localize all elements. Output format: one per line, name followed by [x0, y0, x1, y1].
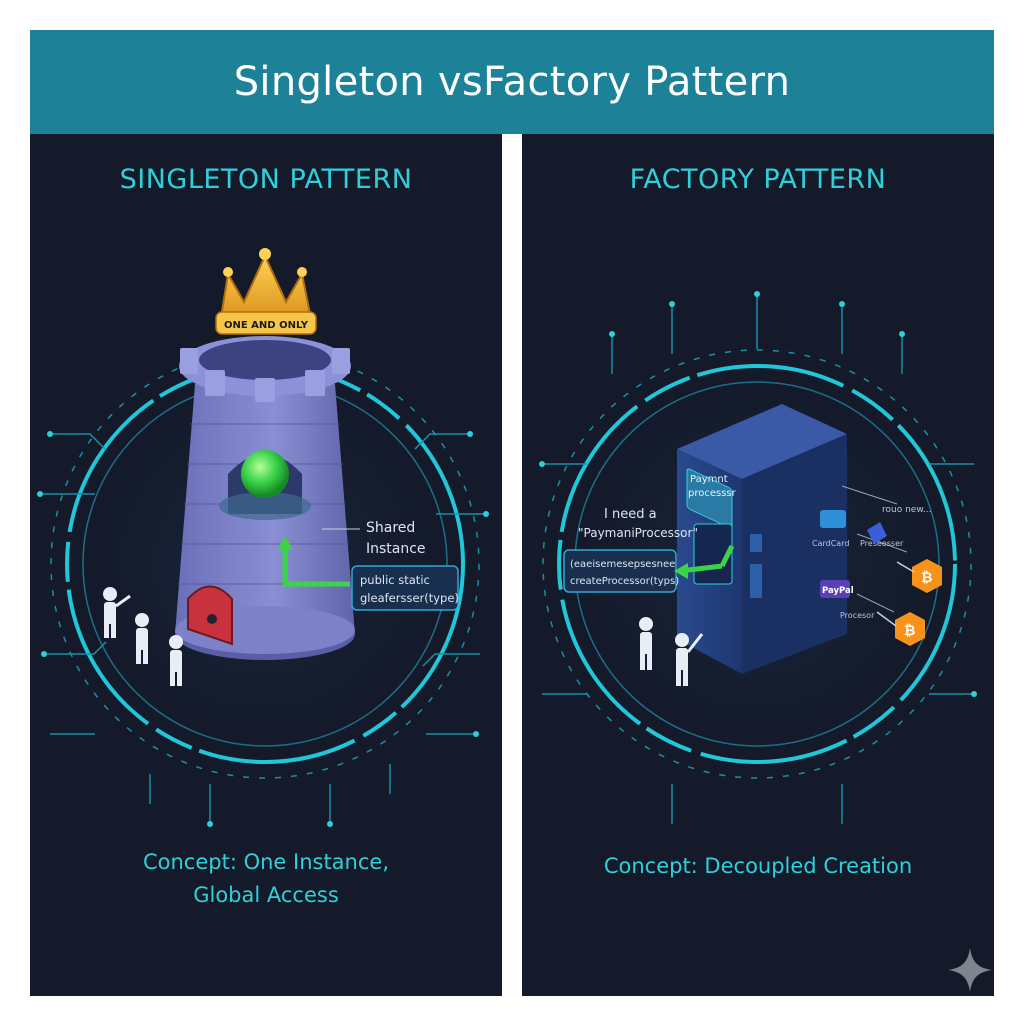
circuit-lines: [542, 294, 974, 824]
paypal-product: [820, 580, 850, 598]
code-line2: gleafersser(type): [360, 591, 459, 605]
product-line: [856, 593, 895, 613]
people-group: [639, 617, 704, 686]
singleton-concept-line2: Global Access: [193, 883, 339, 907]
factory-concept: Concept: Decoupled Creation: [522, 850, 994, 883]
machine-label-line2: processsr: [688, 488, 737, 499]
outer-ring: [557, 364, 957, 764]
shared-label-line2: Instance: [366, 541, 426, 557]
machine-label-line1: Paymnt: [690, 474, 728, 485]
card-product-icon: [820, 510, 846, 528]
request-line1: I need a: [604, 507, 657, 522]
processor-chip-icon: [867, 522, 887, 544]
code-line1: public static: [360, 573, 430, 587]
factory-code-line1: (eaeisemesepsesnee: [570, 559, 675, 570]
bitcoin-icon: [895, 612, 925, 646]
crown-jewel: [223, 267, 233, 277]
crown-text: ONE AND ONLY: [224, 320, 309, 331]
shared-label-line1: Shared: [366, 520, 415, 536]
tick-ring: [542, 349, 972, 779]
factory-concept-line1: Concept: Decoupled Creation: [603, 854, 913, 878]
crown-jewel: [297, 267, 307, 277]
battlements: [180, 348, 350, 402]
factory-panel: FACTORY PATTERN: [522, 134, 994, 996]
door-lock-icon: [207, 614, 217, 624]
arrow-head-icon: [674, 563, 688, 579]
people-group: [103, 587, 183, 686]
crown-jewel: [259, 248, 271, 260]
green-arrow: [282, 549, 350, 587]
bitcoin-symbol: ₿: [921, 570, 932, 586]
machine-side: [742, 434, 847, 674]
singleton-concept-line1: Concept: One Instance,: [142, 850, 390, 874]
crown-band: [215, 311, 317, 335]
circuit-nodes: [539, 291, 977, 697]
circuit-lines: [40, 433, 486, 824]
singleton-title: SINGLETON PATTERN: [119, 164, 413, 195]
shared-instance-orb: [241, 450, 289, 498]
factory-illustration: Paymnt processsr PayPal rouo new... Card…: [539, 291, 977, 824]
machine-screen: [686, 468, 733, 529]
product-label4: Procesor: [840, 611, 875, 620]
factory-code-line2: createProcessor(typs): [570, 576, 679, 587]
machine-top: [677, 404, 847, 479]
machine-keypad: [750, 534, 762, 552]
arrow-head-icon: [277, 536, 293, 550]
product-label1: rouo new...: [882, 505, 931, 515]
page-title: Singleton vsFactory Pattern: [233, 59, 791, 105]
singleton-illustration: ONE AND ONLY Shared Instance public stat…: [37, 248, 489, 827]
header-banner: Singleton vsFactory Pattern: [30, 30, 994, 134]
factory-title: FACTORY PATTERN: [629, 164, 887, 195]
product-line: [856, 533, 908, 553]
singleton-panel: SINGLETON PATTERN: [30, 134, 502, 996]
green-arrow: [719, 544, 735, 568]
orb-pedestal: [219, 492, 311, 520]
singleton-concept: Concept: One Instance, Global Access: [30, 846, 502, 912]
tower-top-hole: [199, 340, 331, 380]
code-box: [351, 565, 459, 611]
request-line2: "PaymaniProcessor": [578, 526, 698, 540]
paypal-text: PayPal: [822, 586, 854, 596]
circuit-nodes: [37, 431, 489, 827]
bitcoin-symbol: ₿: [904, 623, 915, 639]
arrow-to-bitcoin: [896, 561, 915, 573]
product-label2: CardCard: [812, 539, 849, 548]
product-line: [841, 485, 898, 505]
machine-dispenser: [750, 564, 762, 598]
sparkle-icon: [948, 948, 992, 992]
arrow-to-bitcoin: [876, 611, 897, 627]
product-label3: Preseesser: [860, 539, 904, 548]
bitcoin-icon: [912, 559, 942, 593]
